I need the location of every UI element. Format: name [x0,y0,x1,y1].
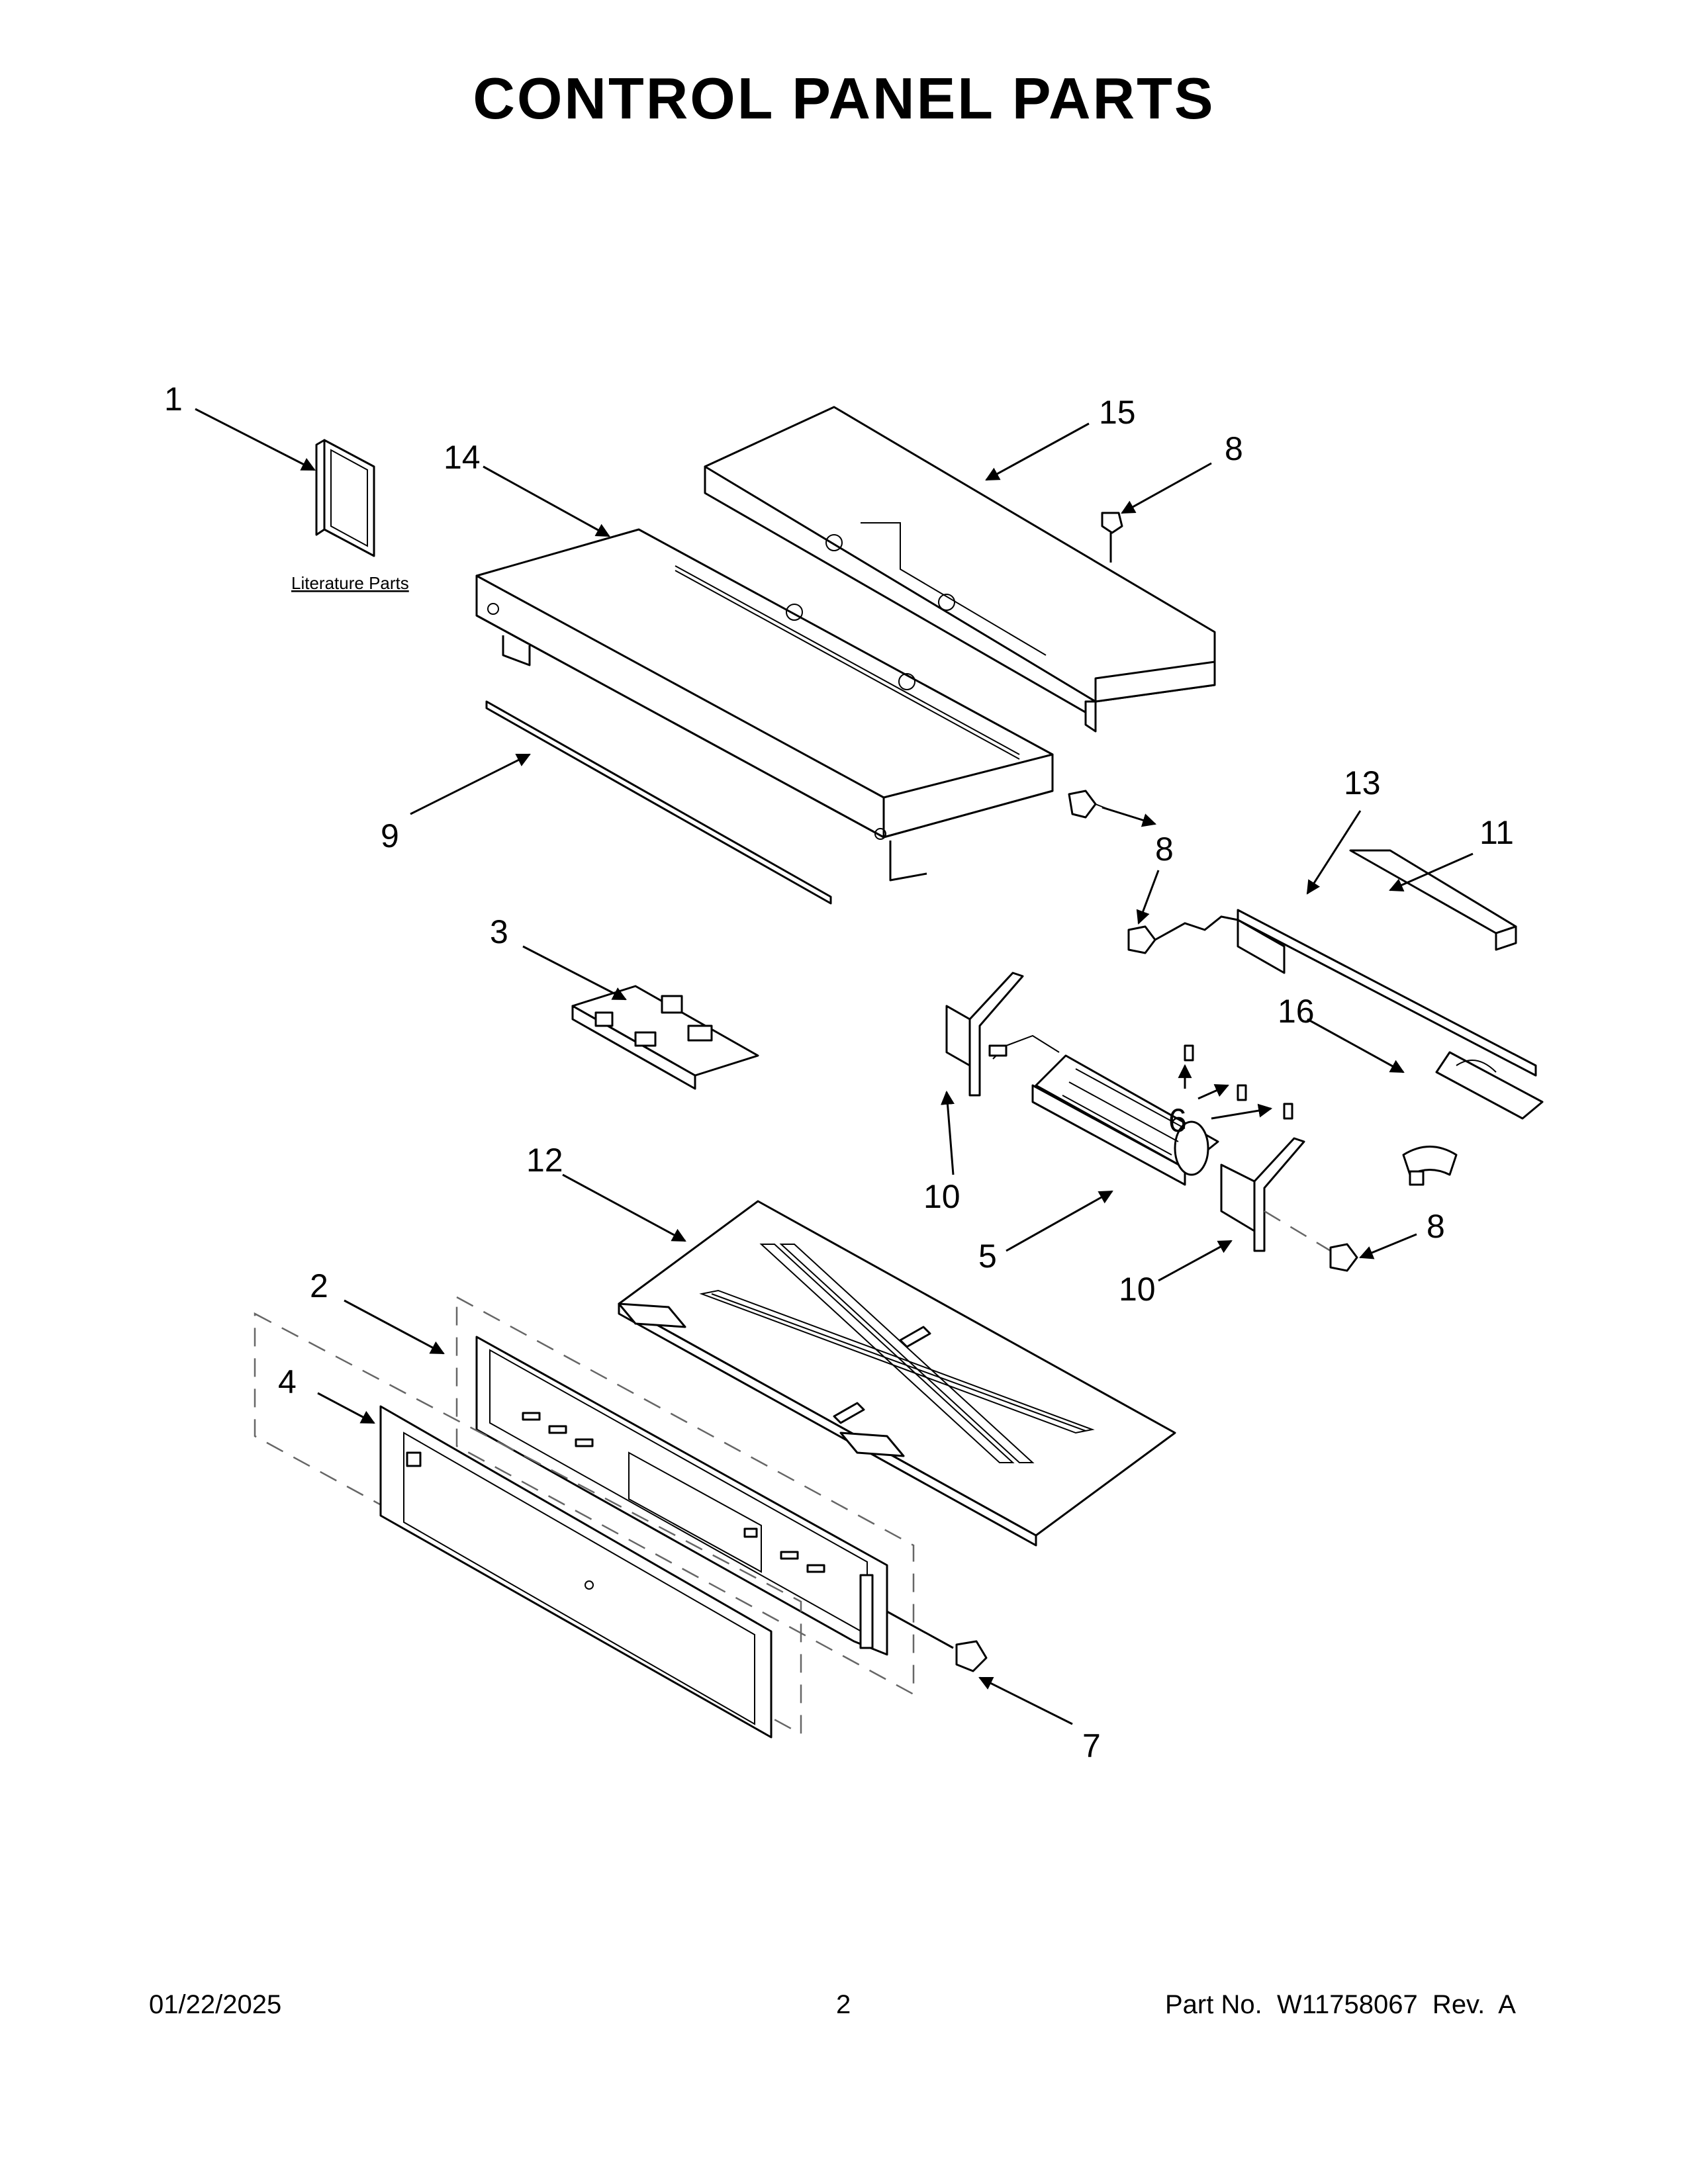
callout-4: 4 [278,1363,297,1400]
small-screws-part [1184,1044,1293,1120]
callout-10-right: 10 [1119,1271,1156,1308]
callout-16: 16 [1278,993,1315,1030]
rear-cover-part [704,406,1216,733]
callout-12: 12 [526,1142,563,1179]
callout-3: 3 [490,913,508,950]
display-glass-part [254,1312,802,1739]
page-title: CONTROL PANEL PARTS [473,66,1215,131]
callout-8-fan: 8 [1427,1208,1445,1245]
footer-date: 01/22/2025 [149,1990,282,2019]
fan-bracket-right [1220,1137,1305,1252]
callout-8-top: 8 [1225,430,1243,467]
blower-fan-part [988,1034,1219,1186]
footer-part-number: Part No. W11758067 Rev. A [1165,1990,1516,2019]
literature-booklet-part [315,439,375,557]
insulation-bar-part [1349,849,1517,951]
callout-2: 2 [310,1267,328,1304]
wire-screw-part [1127,915,1239,954]
callout-11: 11 [1479,814,1514,851]
callout-13: 13 [1344,764,1381,801]
screw-part-top [1101,512,1123,563]
callout-7: 7 [1082,1727,1101,1764]
callout-8-side: 8 [1155,831,1174,868]
callout-1: 1 [164,381,183,418]
panel-base-plate-part [618,1200,1176,1547]
literature-parts-label[interactable]: Literature Parts [291,573,409,593]
footer-page-number: 2 [836,1990,851,2019]
bracket-rail-part [1237,909,1544,1120]
callout-15: 15 [1099,394,1136,431]
callout-10-left: 10 [923,1178,961,1215]
callout-5: 5 [978,1238,997,1275]
control-panel-part [455,1295,915,1696]
callout-9: 9 [381,817,399,854]
control-board-part [571,985,759,1090]
clip-part [1402,1146,1458,1186]
screw-part-side [1068,790,1113,819]
panel-screw-part [886,1610,988,1672]
callout-6: 6 [1168,1102,1187,1139]
fan-screw-part [1264,1210,1358,1272]
chassis-part [475,528,1054,882]
seal-strip-part [485,700,832,905]
fan-bracket-left [945,972,1024,1097]
callout-14: 14 [444,439,481,476]
